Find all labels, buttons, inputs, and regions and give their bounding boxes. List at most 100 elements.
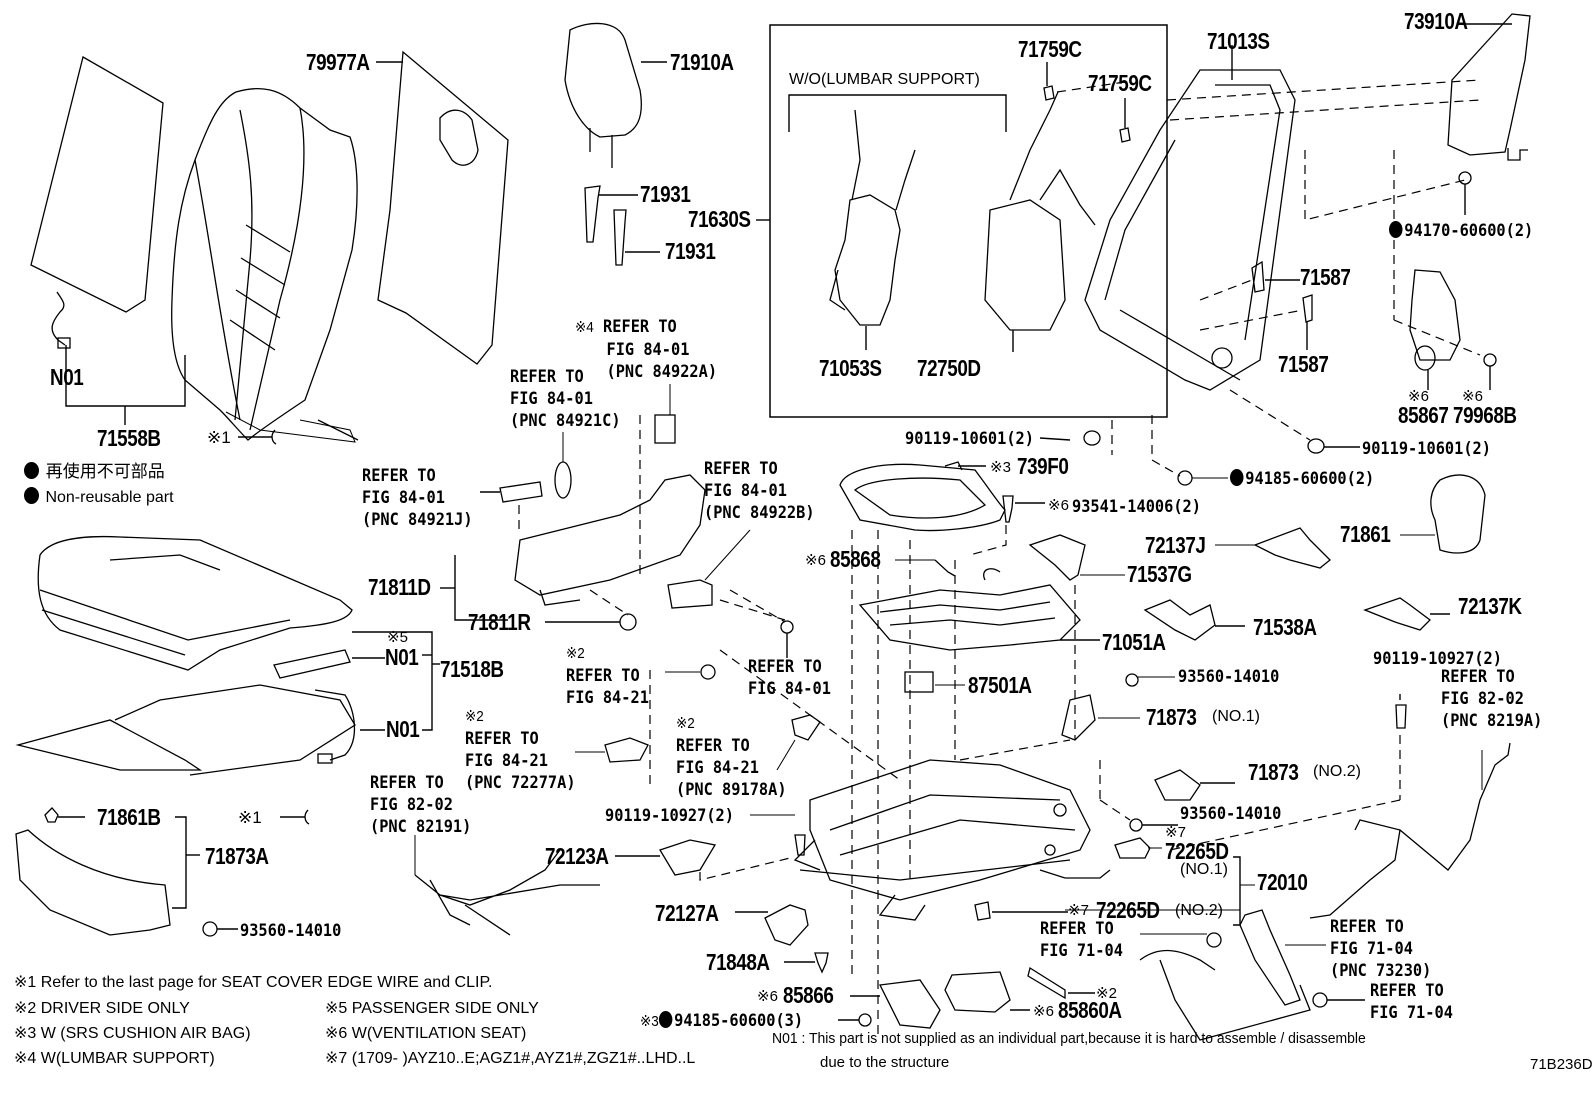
part-label-71051A[interactable]: 71051A bbox=[1102, 629, 1166, 655]
part-label-72137J[interactable]: 72137J bbox=[1145, 532, 1206, 558]
part-label-N01[interactable]: N01 bbox=[385, 644, 419, 670]
part-label-71759C[interactable]: 71759C bbox=[1018, 36, 1082, 62]
footnote-6: ※6 W(VENTILATION SEAT) bbox=[325, 1025, 527, 1042]
part-label-71811R[interactable]: 71811R bbox=[468, 609, 531, 635]
heater-mat-drawing bbox=[858, 568, 1100, 651]
seatbelt-buckle-drawing bbox=[1239, 909, 1301, 1006]
note-mark-3: ※3 bbox=[640, 1013, 659, 1030]
part-label-N01[interactable]: N01 bbox=[50, 364, 84, 390]
part-label-93560-14010[interactable]: 93560-14010 bbox=[1178, 667, 1280, 687]
part-label-90119-10601[interactable]: 90119-10601(2) bbox=[905, 429, 1034, 449]
part-label-85868[interactable]: 85868 bbox=[830, 546, 881, 572]
note-mark-1: ※1 bbox=[207, 428, 231, 447]
part-label-85860A[interactable]: 85860A bbox=[1058, 997, 1122, 1023]
part-label-71518B[interactable]: 71518B bbox=[440, 656, 504, 682]
part-label-71861[interactable]: 71861 bbox=[1340, 521, 1391, 547]
part-label-71053S[interactable]: 71053S bbox=[819, 355, 882, 381]
part-label-71013S[interactable]: 71013S bbox=[1207, 28, 1270, 54]
bracket-71538a-drawing bbox=[1143, 599, 1216, 641]
cushion-pad-n01-drawing bbox=[273, 649, 351, 679]
part-variant-no1: (NO.1) bbox=[1180, 861, 1228, 878]
note-mark-6: ※6 bbox=[1408, 388, 1429, 405]
part-label-N01[interactable]: N01 bbox=[386, 716, 420, 742]
footnote-2: ※2 DRIVER SIDE ONLY bbox=[14, 1000, 190, 1017]
part-label-85866[interactable]: 85866 bbox=[783, 982, 834, 1008]
part-label-71587[interactable]: 71587 bbox=[1300, 264, 1351, 290]
part-label-90119-10927[interactable]: 90119-10927(2) bbox=[1373, 649, 1502, 669]
part-label-71873-no1[interactable]: 71873 bbox=[1146, 704, 1197, 730]
part-label-71873A[interactable]: 71873A bbox=[205, 843, 269, 869]
seatback-frame-drawing bbox=[1084, 45, 1296, 391]
non-reusable-dot-icon bbox=[24, 487, 39, 504]
headrest-drawing bbox=[564, 22, 642, 168]
part-variant-no1: (NO.1) bbox=[1212, 708, 1260, 725]
part-label-71931[interactable]: 71931 bbox=[640, 181, 691, 207]
seatback-heater-pad-drawing bbox=[30, 56, 164, 349]
part-label-94185-60600[interactable]: 94185-60600(2) bbox=[1230, 468, 1374, 490]
part-label-85867[interactable]: 85867 bbox=[1398, 402, 1449, 428]
screw-93541-drawing bbox=[1002, 495, 1014, 523]
harness-7104-drawing bbox=[1139, 949, 1311, 1041]
part-label-71931[interactable]: 71931 bbox=[665, 238, 716, 264]
lumbar-plate-drawing bbox=[829, 109, 916, 350]
part-label-71910A[interactable]: 71910A bbox=[670, 49, 734, 75]
part-label-94170-60600[interactable]: 94170-60600(2) bbox=[1389, 220, 1533, 242]
part-label-71630S[interactable]: 71630S bbox=[688, 206, 751, 232]
part-label-79968B[interactable]: 79968B bbox=[1453, 402, 1517, 428]
part-label-739F0[interactable]: 739F0 bbox=[1017, 453, 1069, 479]
part-label-72265D-no2[interactable]: 72265D bbox=[1096, 897, 1160, 923]
bracket-72137k-drawing bbox=[1363, 597, 1431, 631]
part-label-71861B[interactable]: 71861B bbox=[97, 804, 161, 830]
part-label-72127A[interactable]: 72127A bbox=[655, 900, 719, 926]
part-label-71538A[interactable]: 71538A bbox=[1253, 614, 1317, 640]
part-label-72265D-no1[interactable]: 72265D bbox=[1165, 838, 1229, 864]
seat-cushion-frame-drawing bbox=[793, 759, 1111, 921]
part-label-72137K[interactable]: 72137K bbox=[1458, 593, 1522, 619]
part-label-71873-no2[interactable]: 71873 bbox=[1248, 759, 1299, 785]
part-label-71848A[interactable]: 71848A bbox=[706, 949, 770, 975]
non-reusable-dot-icon bbox=[24, 462, 39, 479]
cover-72123a-drawing bbox=[659, 839, 717, 876]
non-reusable-dot-icon bbox=[1230, 469, 1244, 486]
part-label-71558B[interactable]: 71558B bbox=[97, 425, 161, 451]
part-label-71537G[interactable]: 71537G bbox=[1127, 561, 1192, 587]
clip-72265d-no2-drawing bbox=[974, 901, 991, 921]
part-label-71811D[interactable]: 71811D bbox=[368, 574, 431, 600]
part-label-72750D[interactable]: 72750D bbox=[917, 355, 981, 381]
bracket-71537g-drawing bbox=[1028, 534, 1086, 581]
part-label-72123A[interactable]: 72123A bbox=[545, 843, 609, 869]
headrest-guides-drawing bbox=[584, 185, 627, 266]
part-label-87501A[interactable]: 87501A bbox=[968, 672, 1032, 698]
part-label-90119-10601[interactable]: 90119-10601(2) bbox=[1362, 439, 1491, 459]
ref-fig-84-01-pnc-84922A[interactable]: ※4 REFER TO FIG 84-01 (PNC 84922A) bbox=[575, 317, 718, 382]
part-label-73910A[interactable]: 73910A bbox=[1404, 8, 1468, 34]
part-label-72010[interactable]: 72010 bbox=[1257, 869, 1308, 895]
front-cover-drawing bbox=[15, 807, 171, 936]
part-label-93560-14010[interactable]: 93560-14010 bbox=[1180, 804, 1282, 824]
part-label-93560-14010[interactable]: 93560-14010 bbox=[240, 921, 342, 941]
note-mark-6: ※6 bbox=[1033, 1003, 1054, 1020]
part-label-90119-10927[interactable]: 90119-10927(2) bbox=[605, 806, 734, 826]
note-mark-1: ※1 bbox=[238, 808, 262, 827]
part-label-79977A[interactable]: 79977A bbox=[306, 49, 370, 75]
diagram-id: 71B236D bbox=[1530, 1056, 1592, 1073]
part-85868-drawing bbox=[934, 559, 956, 577]
part-label-71587[interactable]: 71587 bbox=[1278, 351, 1329, 377]
part-label-93541-14006[interactable]: 93541-14006(2) bbox=[1072, 497, 1201, 517]
part-label-71759C[interactable]: 71759C bbox=[1088, 70, 1152, 96]
lumbar-inset-box bbox=[769, 24, 1168, 418]
